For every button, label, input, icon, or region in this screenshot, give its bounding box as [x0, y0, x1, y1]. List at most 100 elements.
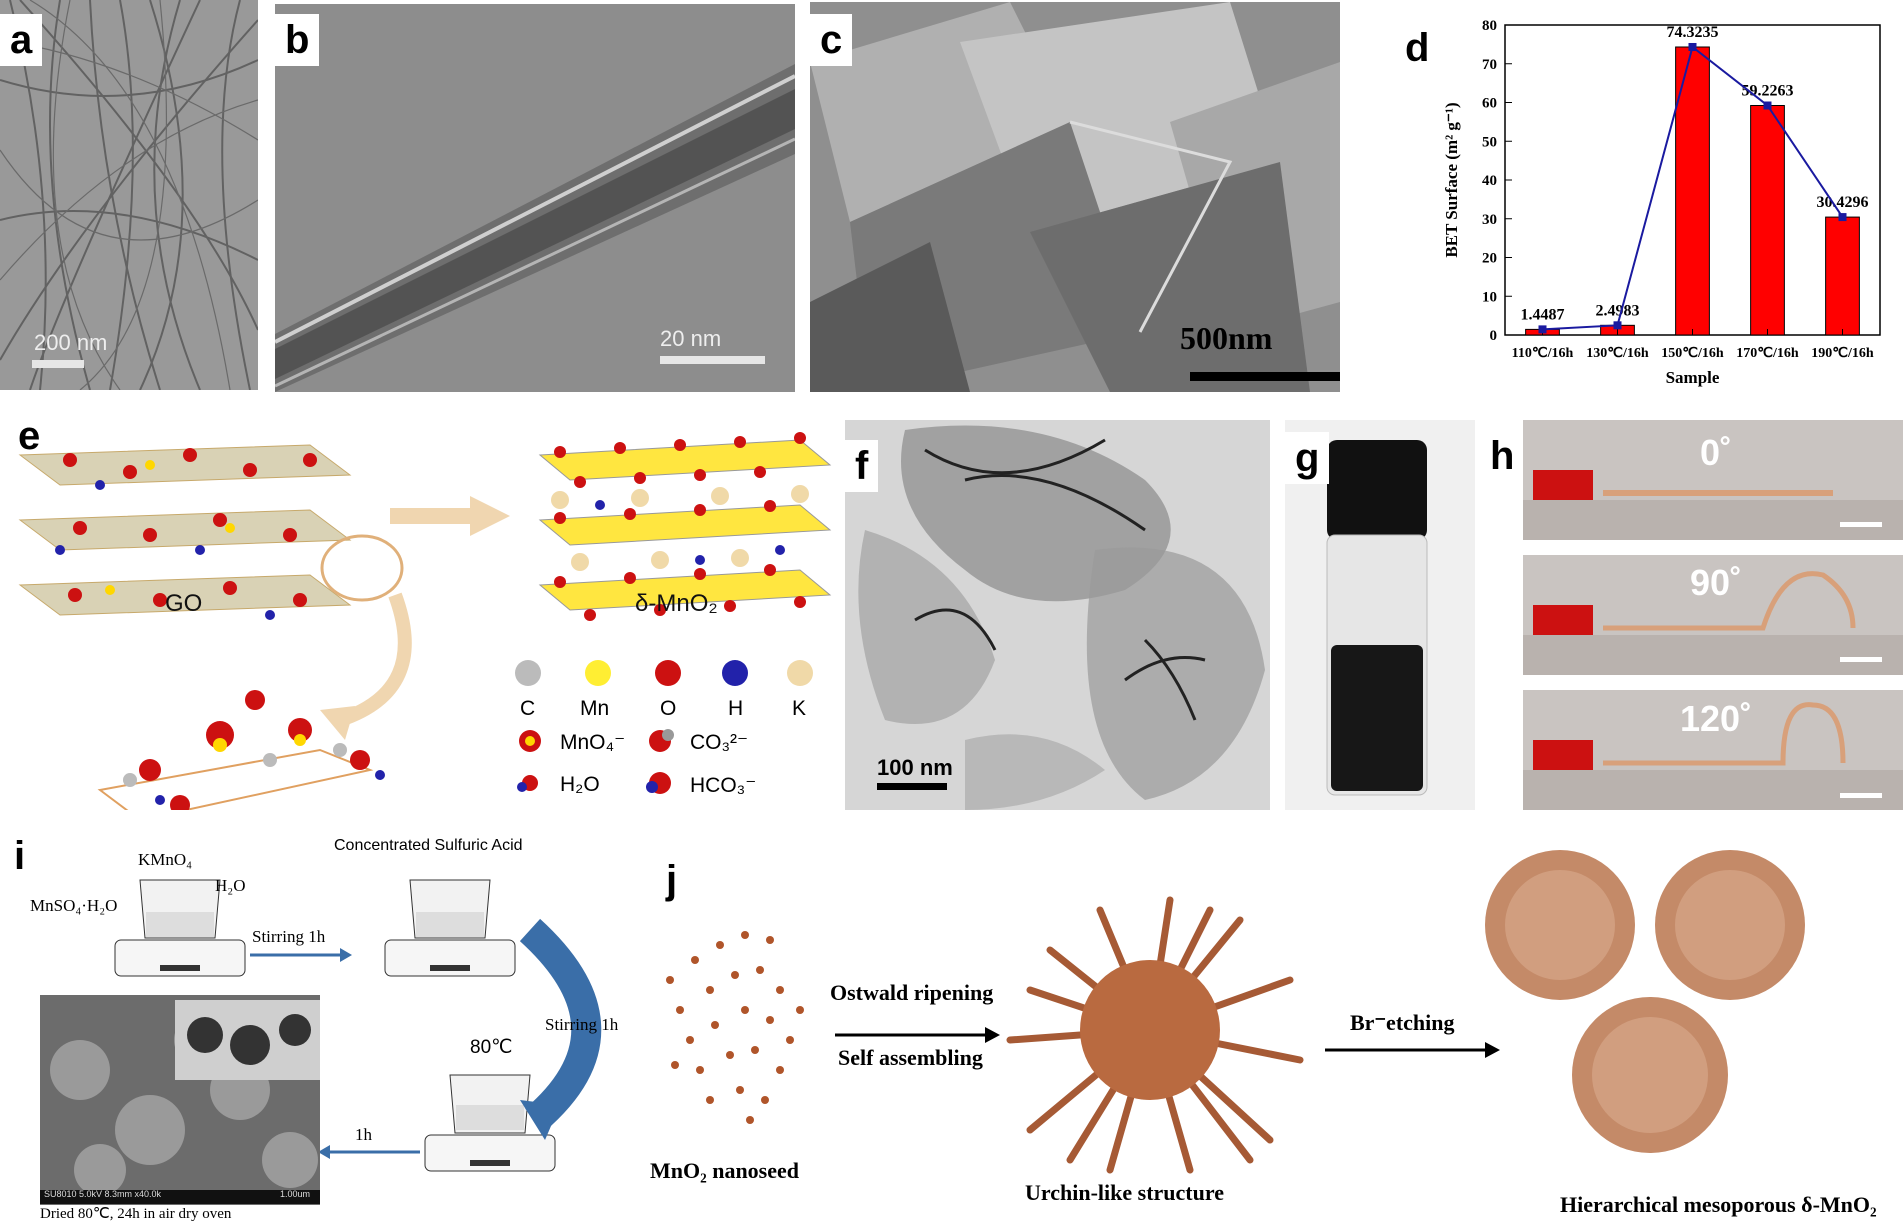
- panel-label-e: e: [0, 410, 51, 462]
- x-axis-title: Sample: [1666, 368, 1720, 387]
- legend-bicarbonate: HCO₃⁻: [690, 774, 757, 797]
- y-tick-label: 80: [1482, 18, 1497, 34]
- panel-c-sem-image: c 500nm: [810, 2, 1340, 392]
- panel-label-a: a: [0, 14, 43, 66]
- panel-h-bending-photos: h 0˚ 90˚ 120˚: [1480, 420, 1903, 810]
- panel-b-tem-image: b 20 nm: [275, 4, 795, 392]
- bar-value-label: 30.4296: [1817, 194, 1869, 211]
- scale-bar-f: [877, 783, 947, 790]
- sem-info-label: SU8010 5.0kV 8.3mm x40.0k: [44, 1189, 162, 1199]
- bet-chart-svg: 0 10 20 30 40 50 60 70 80 1.4487 110℃/16h 2.4983 130…: [1442, 18, 1881, 387]
- flake-tem-image: [845, 420, 1270, 810]
- vial-image: [1285, 420, 1475, 810]
- legend-water: H₂O: [560, 773, 600, 796]
- time-label: 1h: [355, 1125, 372, 1144]
- scale-bar-c: [1190, 372, 1340, 381]
- scale-label-f: 100 nm: [877, 755, 953, 780]
- scale-bar-a: [32, 360, 84, 368]
- scale-bar-h90: [1840, 657, 1882, 662]
- panel-label-f: f: [845, 440, 879, 492]
- y-tick-label: 50: [1482, 134, 1497, 150]
- x-tick-label: 110℃/16h: [1512, 346, 1574, 361]
- urchin-label: Urchin-like structure: [1025, 1180, 1224, 1205]
- nanosheet-sem-image: [810, 2, 1340, 392]
- trend-point: [1838, 213, 1847, 222]
- acid-label: Concentrated Sulfuric Acid: [334, 837, 523, 854]
- go-layers: [18, 444, 352, 620]
- bar-value-label: 2.4983: [1596, 302, 1640, 319]
- x-tick-label: 130℃/16h: [1586, 346, 1649, 361]
- nanotube-image: [275, 4, 795, 392]
- temperature-label: 80℃: [470, 1037, 513, 1058]
- legend-potassium: K: [792, 697, 807, 720]
- bar-value-label: 1.4487: [1521, 306, 1565, 323]
- scale-label-c: 500nm: [1180, 320, 1273, 356]
- mesoporous-spheres: [1485, 850, 1805, 1153]
- kmno4-label: KMnO₄: [138, 850, 193, 869]
- panel-label-b: b: [275, 14, 320, 66]
- panel-a-tem-image: a 200 nm: [0, 0, 258, 390]
- h2o-label: H₂O: [215, 876, 246, 895]
- panel-label-j: j: [656, 854, 688, 906]
- panel-label-d: d: [1395, 22, 1440, 74]
- y-tick-label: 10: [1482, 289, 1497, 305]
- bar: [1825, 216, 1860, 336]
- panel-j-growth-scheme: j Ostwald ripening Self assembling: [650, 830, 1903, 1222]
- angle-label-120: 120˚: [1680, 698, 1753, 739]
- ostwald-ripening-label: Ostwald ripening: [830, 980, 994, 1005]
- bar: [1750, 104, 1785, 336]
- nanoseed-dots: [666, 931, 804, 1124]
- legend-hydrogen: H: [728, 697, 744, 720]
- bend-photo-0: [1523, 420, 1903, 540]
- growth-mechanism-diagram: [666, 850, 1805, 1174]
- angle-label-90: 90˚: [1690, 562, 1743, 603]
- zoomed-go-layer: [97, 690, 385, 810]
- panel-label-g: g: [1285, 432, 1330, 484]
- mesoporous-label: Hierarchical mesoporous δ-MnO₂: [1560, 1192, 1877, 1217]
- angle-label-0: 0˚: [1700, 432, 1733, 473]
- mno2-layers: [538, 432, 832, 621]
- x-tick-label: 190℃/16h: [1811, 346, 1874, 361]
- y-tick-label: 70: [1482, 57, 1497, 73]
- panel-g-vial-photo: g: [1285, 420, 1475, 810]
- panel-label-h: h: [1480, 430, 1525, 482]
- panel-i-synthesis-scheme: i KMnO₄ MnSO₄·H₂O H₂O Concentrated Sulfu…: [0, 830, 640, 1222]
- go-label: GO: [165, 590, 203, 617]
- legend-permanganate: MnO₄⁻: [560, 731, 626, 754]
- legend-manganese: Mn: [580, 697, 610, 720]
- scale-bar-h0: [1840, 522, 1882, 527]
- panel-label-c: c: [810, 14, 853, 66]
- y-tick-label: 40: [1482, 173, 1497, 189]
- legend-carbon: C: [520, 697, 536, 720]
- trend-point: [1538, 325, 1547, 334]
- mno2-label: δ-MnO₂: [635, 590, 718, 617]
- x-tick-label: 170℃/16h: [1736, 346, 1799, 361]
- trend-point: [1763, 101, 1772, 110]
- nanowire-network-image: [0, 0, 258, 390]
- stirring-label-1: Stirring 1h: [252, 927, 326, 946]
- y-axis-title: BET Surface (m² g⁻¹): [1442, 102, 1461, 257]
- self-assembling-label: Self assembling: [838, 1045, 983, 1070]
- scale-bar-h120: [1840, 793, 1882, 798]
- x-tick-label: 150℃/16h: [1661, 346, 1724, 361]
- mnso4-label: MnSO₄·H₂O: [30, 896, 118, 915]
- scale-label-a: 200 nm: [34, 330, 108, 355]
- stirring-label-2: Stirring 1h: [545, 1015, 619, 1034]
- y-tick-label: 0: [1490, 328, 1498, 344]
- scale-bar-b: [660, 356, 765, 364]
- nanoseed-label: MnO₂ nanoseed: [650, 1158, 800, 1183]
- trend-point: [1688, 42, 1697, 51]
- bar-value-label: 74.3235: [1667, 24, 1719, 41]
- bend-photo-120: [1523, 690, 1903, 810]
- drying-caption: Dried 80℃, 24h in air dry oven: [40, 1206, 232, 1222]
- y-tick-label: 60: [1482, 96, 1497, 112]
- panel-label-i: i: [0, 830, 36, 882]
- go-mno2-structure-diagram: [18, 432, 832, 810]
- legend-carbonate: CO₃²⁻: [690, 731, 749, 754]
- y-tick-label: 20: [1482, 251, 1497, 267]
- panel-f-tem-image: f 100 nm: [845, 420, 1270, 810]
- sem-scale-label: 1.00um: [280, 1189, 311, 1199]
- y-tick-label: 30: [1482, 212, 1497, 228]
- legend-oxygen: O: [660, 697, 677, 720]
- bend-photo-90: [1523, 555, 1903, 675]
